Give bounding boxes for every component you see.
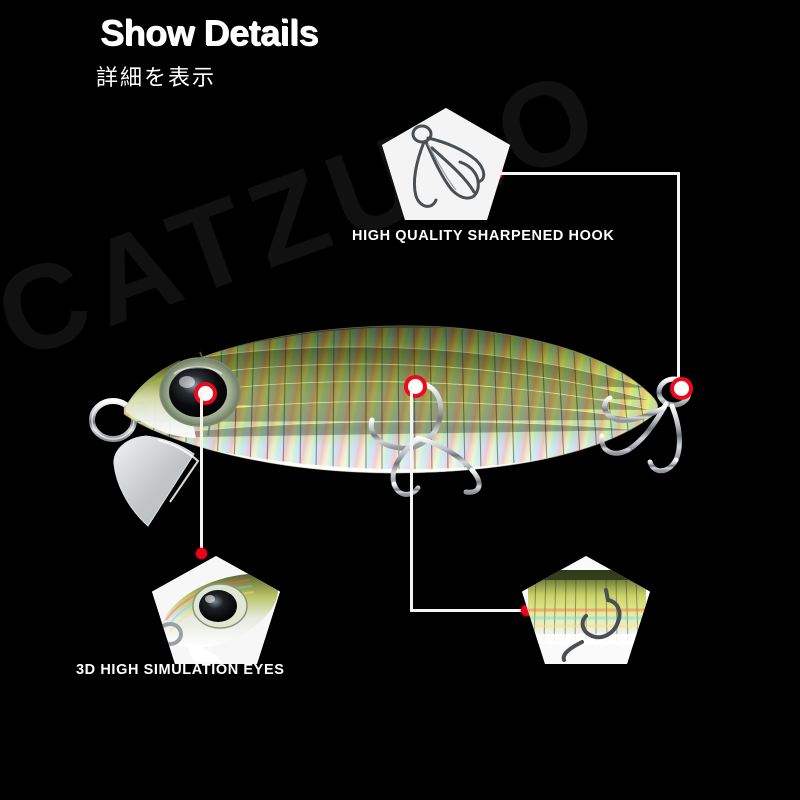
callout-body-image: [522, 556, 650, 664]
callout-hook-label: HIGH QUALITY SHARPENED HOOK: [352, 228, 615, 244]
lure-svg: [89, 325, 692, 527]
callout-hook[interactable]: [382, 108, 510, 220]
page-subtitle: 詳細を表示: [96, 65, 217, 90]
diving-lip-icon: [113, 435, 200, 527]
leader-line-eye-vertical: [200, 392, 203, 554]
marker-ring-tail-hook: [670, 377, 693, 400]
callout-body[interactable]: [522, 556, 650, 664]
callout-eyes-label: 3D HIGH SIMULATION EYES: [76, 662, 285, 678]
marker-ring-eye: [194, 382, 217, 405]
leader-line-hook-vertical: [677, 172, 680, 384]
leader-line-belly-horizontal: [410, 609, 528, 612]
callout-eyes-image: [152, 556, 280, 664]
callout-eyes[interactable]: [152, 556, 280, 664]
marker-ring-belly-hook: [404, 375, 427, 398]
marker-dot-body-callout: [521, 605, 532, 616]
belly-treble-hook-icon: [368, 380, 482, 497]
marker-dot-eyes-callout: [196, 548, 207, 559]
leader-line-belly-vertical: [410, 386, 413, 612]
leader-line-hook-horizontal: [498, 172, 680, 175]
page-title: Show Details: [100, 12, 319, 53]
callout-hook-image: [382, 108, 510, 220]
fishing-lure-illustration: [88, 288, 708, 528]
